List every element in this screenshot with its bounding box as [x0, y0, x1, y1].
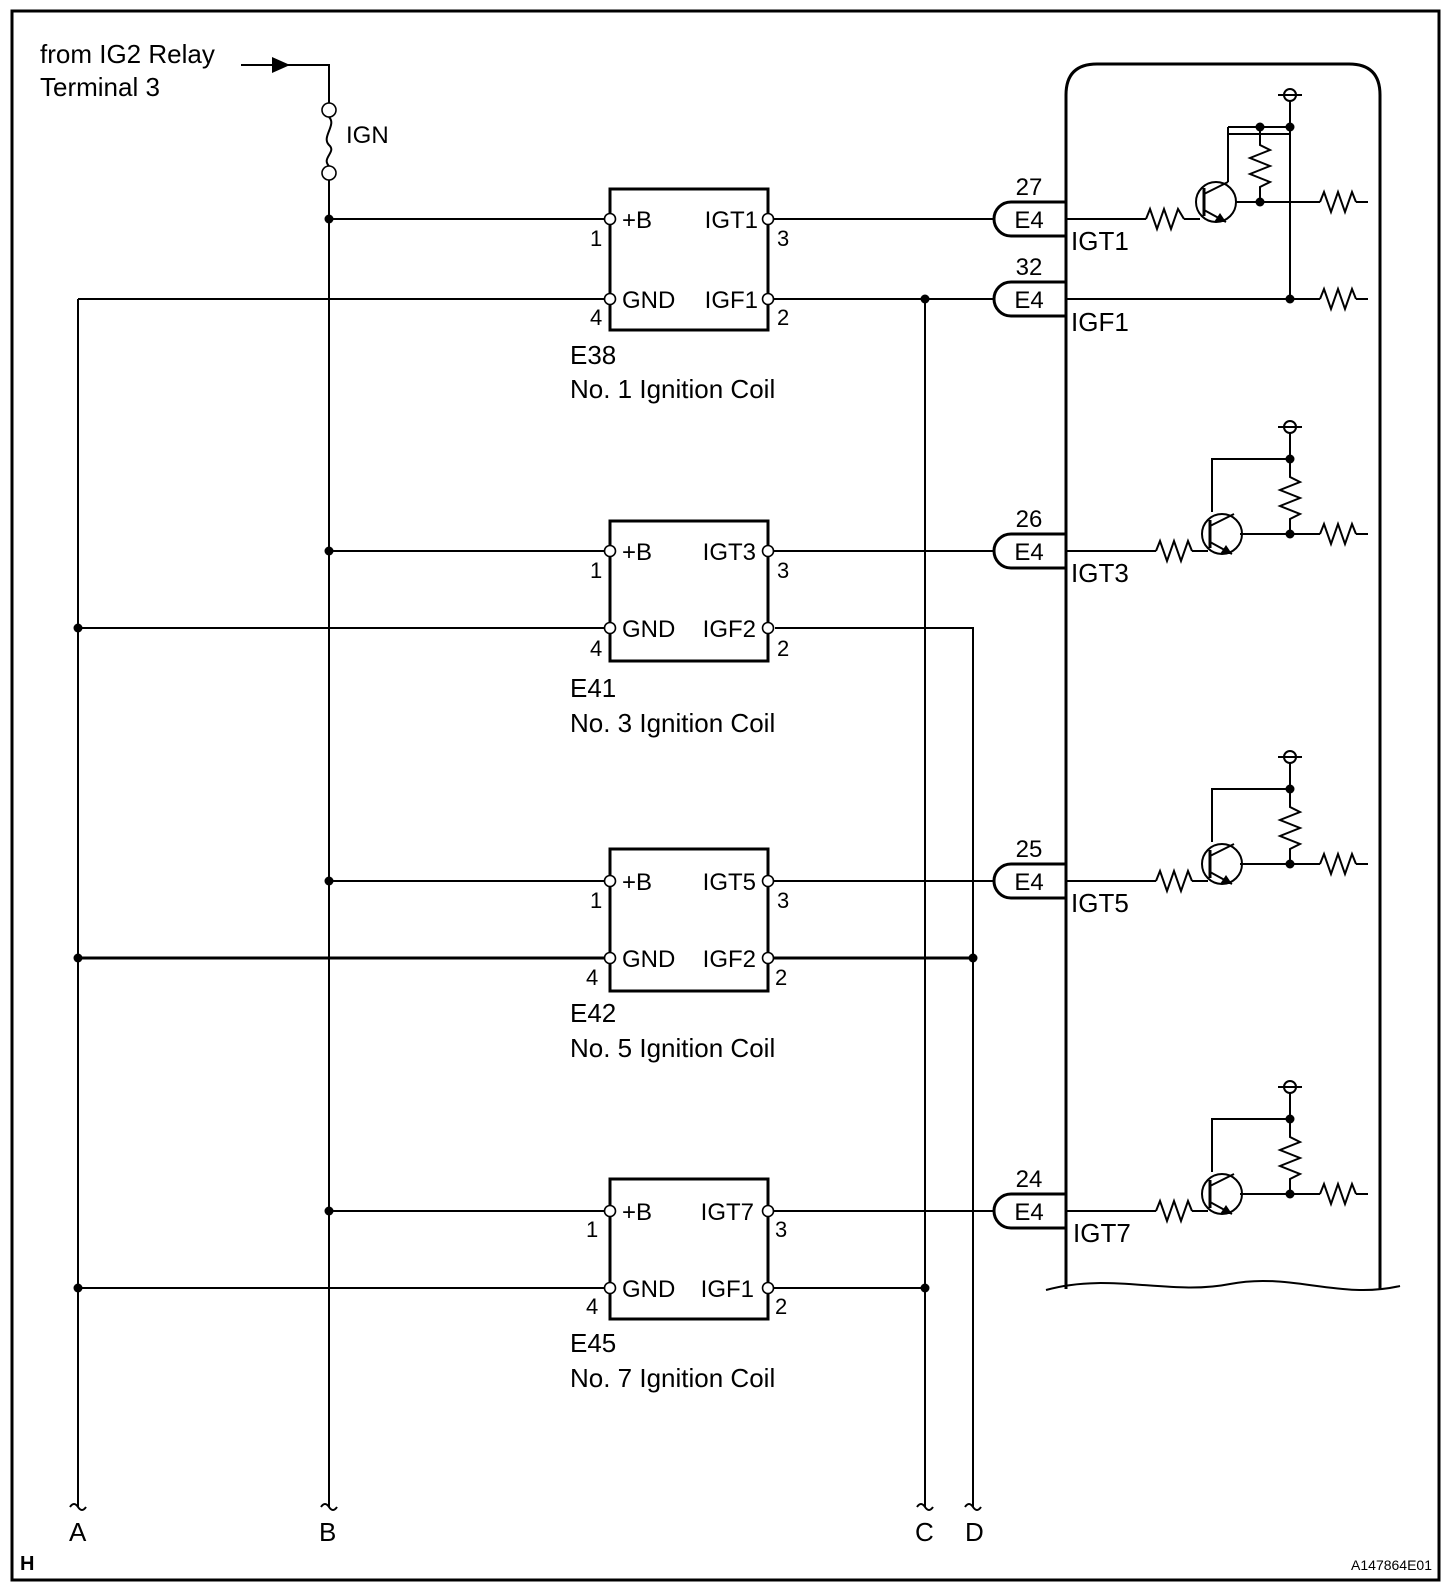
fuse-ign: IGN — [321, 102, 389, 181]
svg-text:2: 2 — [775, 1294, 787, 1319]
ecm-driver-igt3 — [1066, 420, 1368, 565]
source-label-line2: Terminal 3 — [40, 72, 160, 102]
svg-text:GND: GND — [622, 1276, 675, 1303]
source-label-line1: from IG2 Relay — [40, 39, 215, 69]
svg-text:3: 3 — [777, 226, 789, 251]
svg-text:E4: E4 — [1014, 287, 1043, 314]
svg-text:1: 1 — [590, 558, 602, 583]
ignition-coil-e42: +B GND IGT5 IGF2 1 4 3 2 E42 No. 5 Ignit… — [73, 847, 993, 1063]
svg-text:IGF1: IGF1 — [705, 287, 758, 314]
svg-text:E45: E45 — [570, 1328, 616, 1358]
bus-a-break — [69, 1503, 87, 1511]
ecm-terminal-26: 26 E4 IGT3 — [992, 506, 1129, 588]
ecm-block-outline — [1064, 62, 1382, 1289]
svg-text:1: 1 — [590, 226, 602, 251]
svg-text:GND: GND — [622, 946, 675, 973]
fuse-label: IGN — [346, 122, 389, 149]
bus-b-break — [320, 1503, 338, 1511]
svg-text:IGF2: IGF2 — [703, 946, 756, 973]
svg-text:IGF1: IGF1 — [701, 1276, 754, 1303]
ecm-terminal-27: 27 E4 IGT1 — [992, 174, 1129, 256]
figure-code: A147864E01 — [1351, 1557, 1432, 1573]
page-letter: H — [20, 1553, 34, 1575]
bus-d-label: D — [965, 1517, 984, 1547]
svg-text:+B: +B — [622, 539, 652, 566]
svg-text:3: 3 — [777, 888, 789, 913]
svg-text:E4: E4 — [1014, 869, 1043, 896]
svg-text:26: 26 — [1016, 506, 1043, 533]
svg-text:IGT5: IGT5 — [703, 869, 756, 896]
ecm-terminal-24: 24 E4 IGT7 — [992, 1166, 1131, 1248]
svg-text:27: 27 — [1016, 174, 1043, 201]
svg-text:IGT7: IGT7 — [1073, 1218, 1131, 1248]
svg-text:32: 32 — [1016, 254, 1043, 281]
svg-text:4: 4 — [590, 305, 602, 330]
svg-text:3: 3 — [775, 1217, 787, 1242]
svg-text:1: 1 — [590, 888, 602, 913]
svg-text:GND: GND — [622, 616, 675, 643]
source-wire — [241, 64, 330, 103]
svg-text:IGT5: IGT5 — [1071, 888, 1129, 918]
svg-text:1: 1 — [586, 1217, 598, 1242]
bus-b-label: B — [319, 1517, 336, 1547]
svg-text:E4: E4 — [1014, 539, 1043, 566]
ecm-driver-igt7 — [1066, 1080, 1368, 1225]
svg-text:24: 24 — [1016, 1166, 1043, 1193]
bus-d-break — [964, 1503, 982, 1511]
svg-text:2: 2 — [777, 636, 789, 661]
ecm-block-break — [1045, 1279, 1401, 1292]
svg-text:E38: E38 — [570, 340, 616, 370]
svg-text:25: 25 — [1016, 836, 1043, 863]
svg-text:E42: E42 — [570, 998, 616, 1028]
svg-text:+B: +B — [622, 1199, 652, 1226]
svg-text:2: 2 — [777, 305, 789, 330]
ecm-terminal-32: 32 E4 IGF1 — [992, 254, 1129, 337]
svg-text:No. 7 Ignition Coil: No. 7 Ignition Coil — [570, 1363, 775, 1393]
svg-text:IGF2: IGF2 — [703, 616, 756, 643]
bus-a-label: A — [69, 1517, 87, 1547]
ignition-coil-e41: +B GND IGT3 IGF2 1 4 3 2 E41 No. 3 Ignit… — [73, 519, 993, 738]
svg-text:E4: E4 — [1014, 1199, 1043, 1226]
svg-text:IGT3: IGT3 — [703, 539, 756, 566]
svg-text:GND: GND — [622, 287, 675, 314]
svg-text:IGT7: IGT7 — [701, 1199, 754, 1226]
svg-text:4: 4 — [586, 965, 598, 990]
bus-c-break — [916, 1503, 934, 1511]
ecm-terminal-25: 25 E4 IGT5 — [992, 836, 1129, 918]
svg-text:4: 4 — [586, 1294, 598, 1319]
svg-text:No. 5 Ignition Coil: No. 5 Ignition Coil — [570, 1033, 775, 1063]
svg-text:+B: +B — [622, 869, 652, 896]
svg-text:No. 3 Ignition Coil: No. 3 Ignition Coil — [570, 708, 775, 738]
svg-text:2: 2 — [775, 965, 787, 990]
bus-c-label: C — [915, 1517, 934, 1547]
ignition-coil-e45: +B GND IGT7 IGF1 1 4 3 2 E45 No. 7 Ignit… — [73, 1177, 993, 1393]
diagram-border — [10, 9, 1441, 1582]
ecm-driver-igt5 — [1066, 750, 1368, 895]
svg-text:IGT1: IGT1 — [705, 207, 758, 234]
svg-text:4: 4 — [590, 636, 602, 661]
svg-text:No. 1 Ignition Coil: No. 1 Ignition Coil — [570, 374, 775, 404]
svg-text:IGF1: IGF1 — [1071, 307, 1129, 337]
bus-d-wire — [775, 627, 974, 1507]
svg-text:IGT1: IGT1 — [1071, 226, 1129, 256]
svg-text:IGT3: IGT3 — [1071, 558, 1129, 588]
svg-text:E4: E4 — [1014, 207, 1043, 234]
svg-text:3: 3 — [777, 558, 789, 583]
source-arrow-icon — [272, 57, 290, 73]
ignition-coil-e38: +B GND IGT1 IGF1 1 4 3 2 E38 No. 1 Ignit… — [78, 187, 993, 404]
ecm-driver-igt1 — [1066, 88, 1368, 313]
svg-text:E41: E41 — [570, 673, 616, 703]
svg-text:+B: +B — [622, 207, 652, 234]
